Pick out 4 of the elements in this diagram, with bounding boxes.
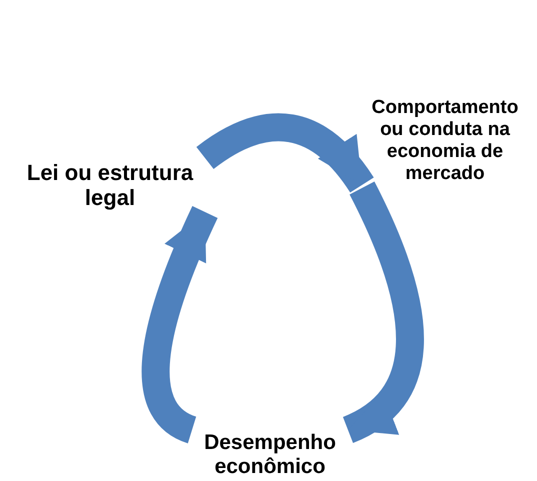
node-label: Desempenho econômico: [203, 430, 337, 480]
node-label: Lei ou estrutura legal: [26, 160, 194, 210]
node-label: Comportamento ou conduta na economia de mercado: [370, 97, 520, 185]
curved-arrow: [342, 182, 424, 443]
